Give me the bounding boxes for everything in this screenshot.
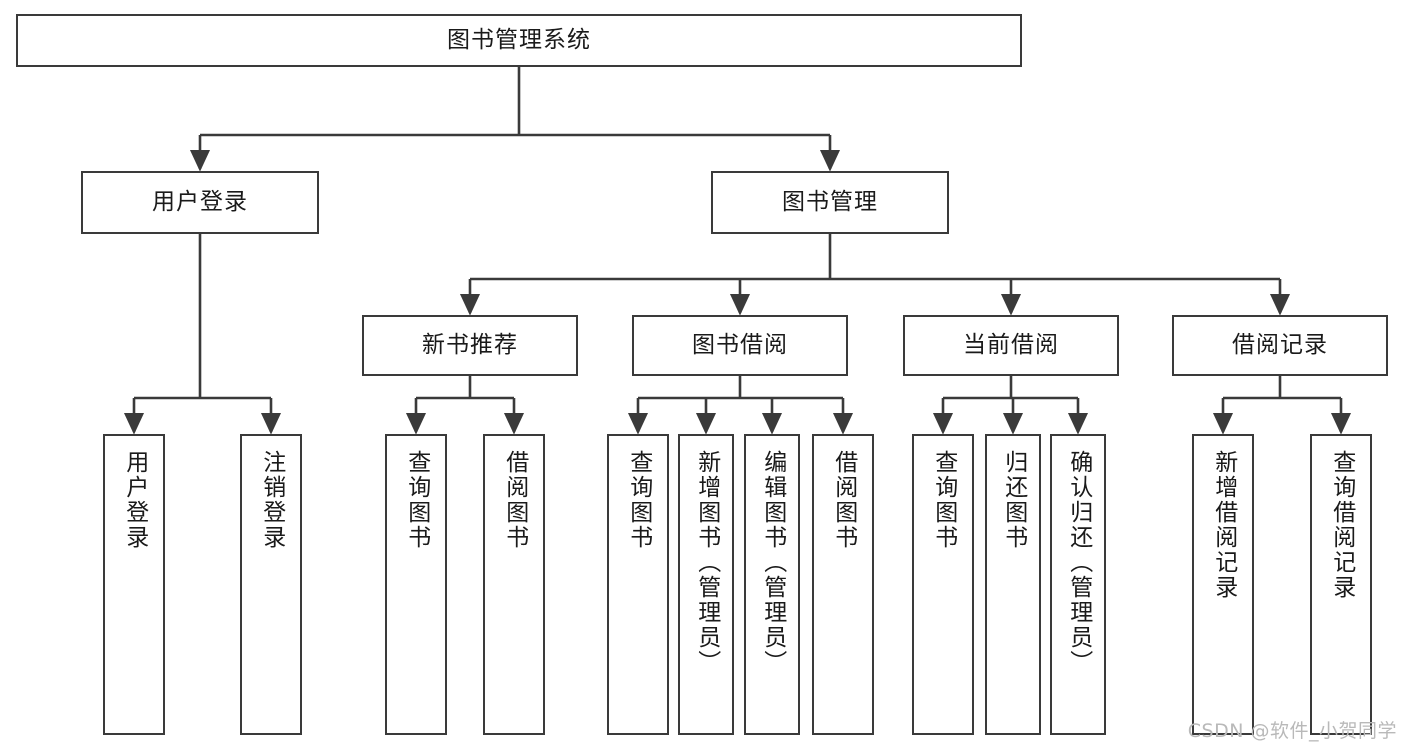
node-leaf-nb-borrow[interactable]: 借阅图书 bbox=[483, 434, 545, 735]
node-leaf-bk-borrow[interactable]: 借阅图书 bbox=[812, 434, 874, 735]
node-leaf-cur-query[interactable]: 查询图书 bbox=[912, 434, 974, 735]
node-leaf-user-logout[interactable]: 注销登录 bbox=[240, 434, 302, 735]
node-leaf-user-login[interactable]: 用户登录 bbox=[103, 434, 165, 735]
node-label: 编辑图书（管理员） bbox=[759, 450, 786, 675]
node-borrow[interactable]: 图书借阅 bbox=[632, 315, 848, 376]
node-label: 查询借阅记录 bbox=[1328, 450, 1355, 600]
node-leaf-cur-return[interactable]: 归还图书 bbox=[985, 434, 1041, 735]
node-label: 查询图书 bbox=[930, 450, 957, 550]
node-leaf-rec-add[interactable]: 新增借阅记录 bbox=[1192, 434, 1254, 735]
node-label: 借阅图书 bbox=[830, 450, 857, 550]
node-label: 查询图书 bbox=[403, 450, 430, 550]
csdn-watermark: CSDN @软件_小贺同学 bbox=[1187, 720, 1397, 742]
node-label: 确认归还（管理员） bbox=[1065, 450, 1092, 675]
node-leaf-bk-edit[interactable]: 编辑图书（管理员） bbox=[744, 434, 800, 735]
node-label: 归还图书 bbox=[1000, 450, 1027, 550]
node-label: 注销登录 bbox=[258, 450, 285, 550]
node-label: 新增图书（管理员） bbox=[693, 450, 720, 675]
node-label: 用户登录 bbox=[121, 450, 148, 550]
node-leaf-rec-query[interactable]: 查询借阅记录 bbox=[1310, 434, 1372, 735]
node-root[interactable]: 图书管理系统 bbox=[16, 14, 1022, 67]
node-records[interactable]: 借阅记录 bbox=[1172, 315, 1388, 376]
node-bookmgmt[interactable]: 图书管理 bbox=[711, 171, 949, 234]
node-leaf-bk-query[interactable]: 查询图书 bbox=[607, 434, 669, 735]
node-leaf-bk-add[interactable]: 新增图书（管理员） bbox=[678, 434, 734, 735]
node-label: 新增借阅记录 bbox=[1210, 450, 1237, 600]
node-label: 借阅图书 bbox=[501, 450, 528, 550]
node-current[interactable]: 当前借阅 bbox=[903, 315, 1119, 376]
node-label: 查询图书 bbox=[625, 450, 652, 550]
node-newbook[interactable]: 新书推荐 bbox=[362, 315, 578, 376]
node-leaf-cur-confirm[interactable]: 确认归还（管理员） bbox=[1050, 434, 1106, 735]
node-login[interactable]: 用户登录 bbox=[81, 171, 319, 234]
node-leaf-nb-query[interactable]: 查询图书 bbox=[385, 434, 447, 735]
